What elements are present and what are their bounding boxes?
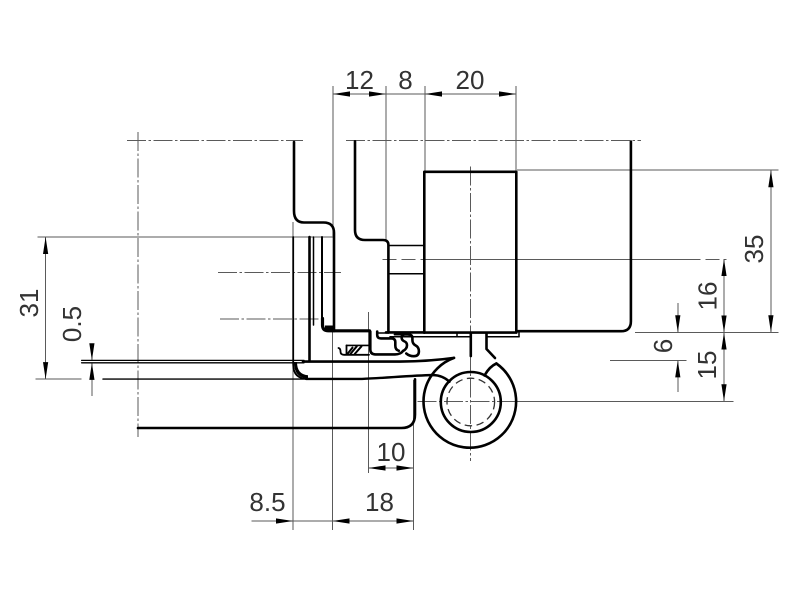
svg-text:8: 8 <box>398 65 412 95</box>
svg-text:16: 16 <box>693 282 723 311</box>
svg-text:10: 10 <box>377 437 406 467</box>
svg-text:6: 6 <box>648 339 678 353</box>
svg-text:20: 20 <box>456 65 485 95</box>
svg-text:15: 15 <box>692 351 722 380</box>
svg-text:18: 18 <box>365 487 394 517</box>
svg-text:12: 12 <box>345 65 374 95</box>
svg-text:8.5: 8.5 <box>249 487 285 517</box>
svg-text:0.5: 0.5 <box>57 306 87 342</box>
svg-text:35: 35 <box>739 235 769 264</box>
svg-text:31: 31 <box>14 289 44 318</box>
